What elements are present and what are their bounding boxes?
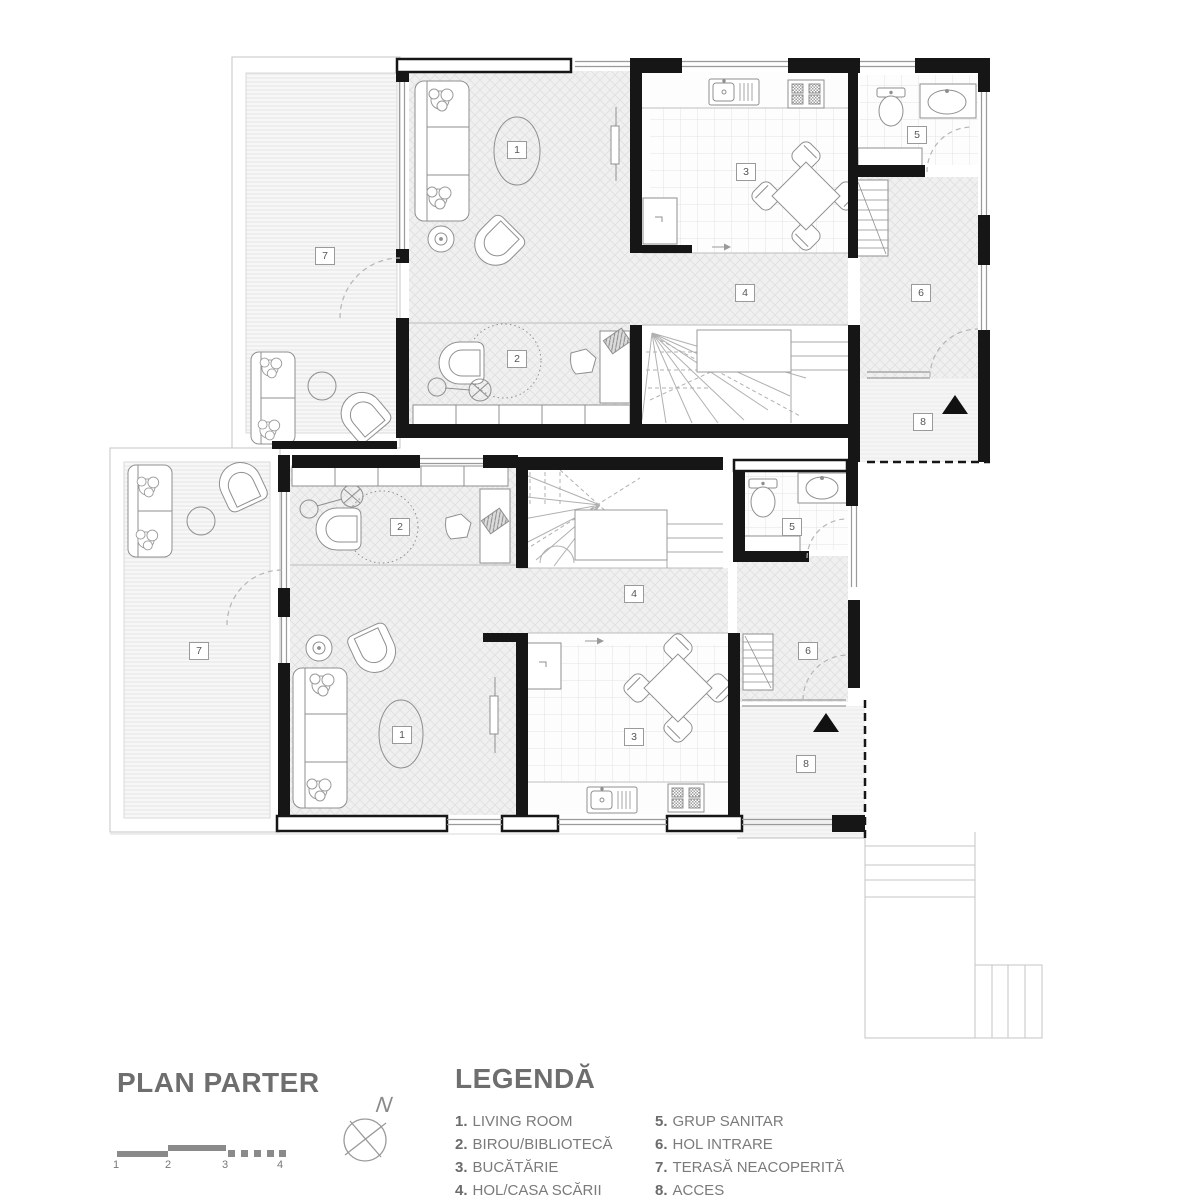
room-label-office-upper: 2 [507, 350, 527, 368]
legend-item: 6.HOL INTRARE [655, 1136, 773, 1153]
armchair-office-upper [438, 341, 485, 385]
room-label-bath-lower: 5 [782, 518, 802, 536]
stairs-upper [641, 329, 848, 424]
walls-outlined [275, 57, 849, 833]
room-label-hall-lower: 4 [624, 585, 644, 603]
vanity-lower [737, 535, 801, 553]
outdoor-table-lower [186, 506, 216, 536]
room-label-terrace-lower: 7 [189, 642, 209, 660]
room-label-entry-upper: 6 [911, 284, 931, 302]
toilet-lower [748, 478, 778, 518]
laptop-upper [602, 327, 632, 355]
scale-tick: 4 [277, 1159, 284, 1171]
legend-item: 1.LIVING ROOM [455, 1113, 573, 1130]
stove-upper [787, 79, 825, 109]
speaker-lower [305, 634, 333, 662]
compass-icon [343, 1118, 387, 1162]
room-label-entry-lower: 6 [798, 642, 818, 660]
furniture-layer [127, 78, 977, 814]
scale-tick: 2 [165, 1159, 172, 1171]
bookshelf-lower [291, 465, 509, 487]
legend-item: 7.TERASĂ NEACOPERITĂ [655, 1159, 845, 1176]
legend-item: 5.GRUP SANITAR [655, 1113, 784, 1130]
room-label-terrace-upper: 7 [315, 247, 335, 265]
stairs-lower [517, 469, 723, 568]
kitchen-sink-lower [586, 786, 638, 814]
room-label-access-upper: 8 [913, 413, 933, 431]
legend-title: LEGENDĂ [455, 1063, 596, 1094]
room-label-hall-upper: 4 [735, 284, 755, 302]
room-label-access-lower: 8 [796, 755, 816, 773]
legend-item: 8.ACCES [655, 1182, 725, 1199]
legend-column-1: 1.LIVING ROOM 2.BIROU/BIBLIOTECĂ 3.BUCĂT… [455, 1110, 613, 1200]
legend-column-2: 5.GRUP SANITAR 6.HOL INTRARE 7.TERASĂ NE… [655, 1110, 844, 1200]
access-arrow-lower [813, 713, 839, 732]
kitchen-sink-upper [708, 78, 760, 106]
door-arcs [226, 126, 979, 701]
room-label-living-lower: 1 [392, 726, 412, 744]
rug-oval-lower [378, 699, 424, 769]
fridge-lower [526, 642, 562, 690]
room-label-kitchen-lower: 3 [624, 728, 644, 746]
walls-solid [272, 58, 990, 832]
floor-lamp-upper [427, 377, 447, 397]
room-label-living-upper: 1 [507, 141, 527, 159]
room-label-office-lower: 2 [390, 518, 410, 536]
legend-item: 2.BIROU/BIBLIOTECĂ [455, 1136, 613, 1153]
access-arrow-upper [942, 395, 968, 414]
bookshelf-upper [412, 404, 631, 426]
stove-lower [667, 783, 705, 813]
scale-tick: 1 [113, 1159, 120, 1171]
toilet-upper [876, 87, 906, 127]
outdoor-table-upper [307, 371, 337, 401]
floor-lamp-lower [299, 499, 319, 519]
room-label-bath-upper: 5 [907, 126, 927, 144]
driveway-outline [864, 832, 1043, 1039]
legend-item: 4.HOL/CASA SCĂRII [455, 1182, 602, 1199]
fridge-upper [642, 197, 678, 245]
room-label-kitchen-upper: 3 [736, 163, 756, 181]
laptop-lower [480, 507, 510, 535]
dashed-boundaries [863, 460, 990, 838]
speaker-upper [427, 225, 455, 253]
scale-tick: 3 [222, 1159, 229, 1171]
rug-round-upper [466, 323, 542, 399]
legend-item: 3.BUCĂTĂRIE [455, 1159, 559, 1176]
windows [280, 60, 988, 826]
plan-title: PLAN PARTER [117, 1067, 320, 1098]
armchair-office-lower [315, 507, 362, 551]
rug-oval-upper [493, 116, 541, 186]
